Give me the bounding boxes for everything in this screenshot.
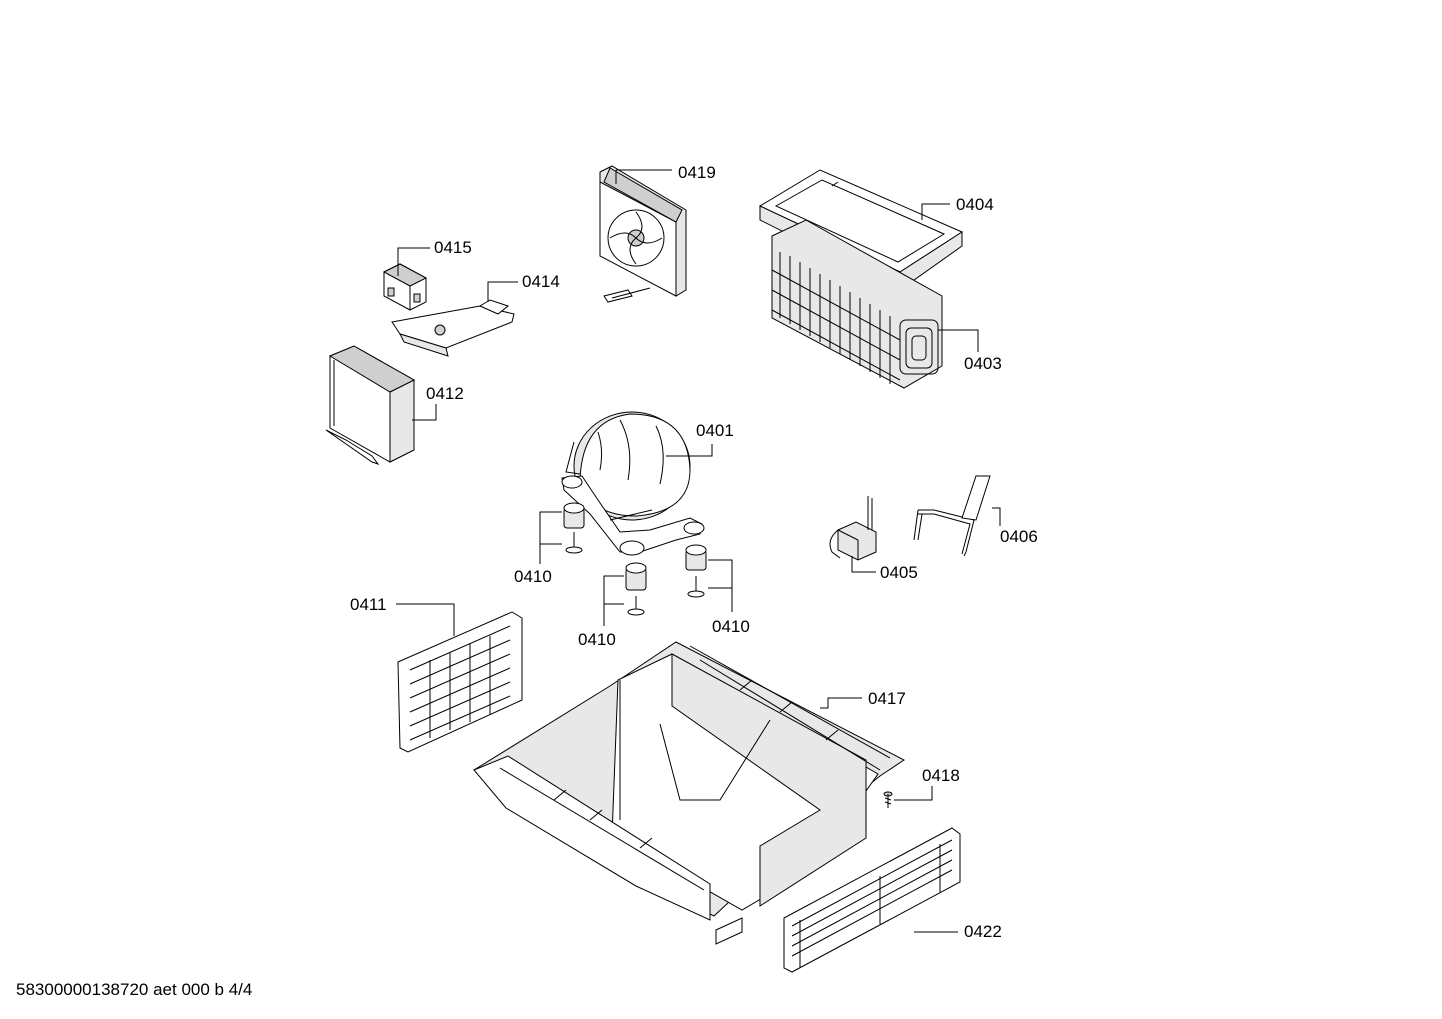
part-0403-coil [771, 219, 943, 389]
part-0401-compressor [561, 411, 705, 556]
part-0414-bracket [391, 299, 515, 357]
callout-0410-left: 0410 [514, 567, 552, 586]
callout-0403: 0403 [964, 354, 1002, 373]
callout-0410-right: 0410 [712, 617, 750, 636]
part-0419-fan [599, 165, 687, 303]
part-0405-sensor [829, 496, 877, 561]
part-0422-grille [783, 827, 961, 973]
callout-0410-center: 0410 [578, 630, 616, 649]
part-0410-grommet-c [685, 544, 707, 598]
callout-0419: 0419 [678, 163, 716, 182]
callout-0418: 0418 [922, 766, 960, 785]
part-0410-grommet-b [625, 562, 647, 616]
callout-0404: 0404 [956, 195, 994, 214]
callout-0422: 0422 [964, 922, 1002, 941]
part-0410-grommet-a [563, 502, 585, 554]
part-0412-box [325, 345, 416, 465]
callout-0412: 0412 [426, 384, 464, 403]
callout-0417: 0417 [868, 689, 906, 708]
document-id: 58300000138720 aet 000 b 4/4 [16, 980, 253, 999]
part-0411-grille [397, 611, 523, 753]
callout-0414: 0414 [522, 272, 560, 291]
callout-0406: 0406 [1000, 527, 1038, 546]
part-0418-screw [883, 791, 893, 808]
callout-0405: 0405 [880, 563, 918, 582]
callout-0415: 0415 [434, 238, 472, 257]
part-0417-base [473, 641, 905, 945]
callout-0411: 0411 [350, 595, 387, 614]
part-0406-tube [913, 475, 991, 557]
callout-labels: 0419 0404 0415 0414 0403 0412 0401 0406 … [350, 163, 1038, 941]
callout-0401: 0401 [696, 421, 734, 440]
leader-lines [396, 169, 1001, 933]
part-0415-relay [382, 263, 428, 311]
